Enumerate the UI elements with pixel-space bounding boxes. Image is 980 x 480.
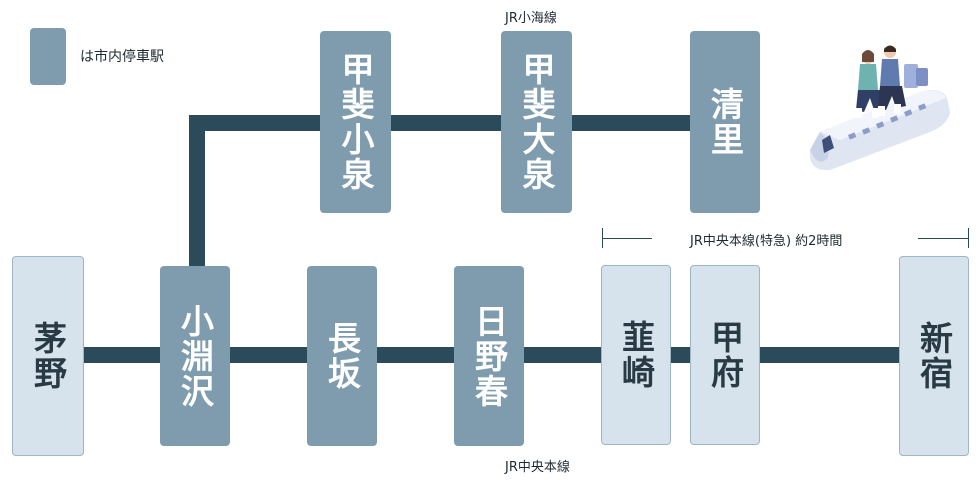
express-line-label: JR中央本線(特急) 約2時間 (690, 234, 843, 249)
station-chino: 茅野 (12, 256, 84, 456)
man-figure (878, 45, 906, 116)
train-windows (848, 103, 927, 140)
station-nirasaki: 韮崎 (601, 265, 671, 445)
koumi-line-vertical-track (189, 115, 205, 270)
station-shinjuku-name: 新宿 (914, 321, 954, 391)
woman-figure (856, 50, 884, 118)
station-nirasaki-name: 韮崎 (616, 320, 656, 390)
express-bracket-left-tick (602, 228, 603, 248)
chuo-line-label: JR中央本線 (505, 460, 570, 475)
koumi-line-horizontal-track (189, 115, 694, 131)
station-chino-name: 茅野 (28, 321, 68, 391)
station-kaioizumi-name: 甲斐大泉 (517, 52, 556, 192)
koumi-line-label: JR小海線 (505, 11, 557, 26)
legend-swatch (30, 28, 66, 85)
station-nagasaka-name: 長坂 (322, 321, 362, 391)
station-hinoharu-name: 日野春 (469, 303, 509, 409)
express-bracket-left-line (602, 238, 652, 239)
legend-text: は市内停車駅 (80, 49, 164, 65)
station-kiyosato-name: 清里 (705, 87, 745, 157)
station-hinoharu: 日野春 (454, 266, 524, 446)
station-kofu-name: 甲府 (705, 320, 745, 390)
station-shinjuku: 新宿 (899, 256, 969, 456)
express-bracket-right-tick (968, 228, 969, 248)
bag-icon (916, 68, 928, 86)
station-kobuchizawa: 小淵沢 (160, 266, 230, 446)
train-window-stripe (822, 135, 834, 153)
station-kiyosato: 清里 (690, 31, 760, 213)
station-nagasaka: 長坂 (307, 266, 377, 446)
station-kaioizumi: 甲斐大泉 (501, 31, 572, 213)
station-kobuchizawa-name: 小淵沢 (175, 303, 215, 409)
suitcase-icon (904, 64, 918, 88)
express-bracket-right-line (918, 238, 968, 239)
station-kofu: 甲府 (690, 265, 760, 445)
couple-on-train-illustration (809, 45, 950, 171)
station-kaikoizumi: 甲斐小泉 (320, 31, 391, 213)
station-kaikoizumi-name: 甲斐小泉 (336, 52, 375, 192)
